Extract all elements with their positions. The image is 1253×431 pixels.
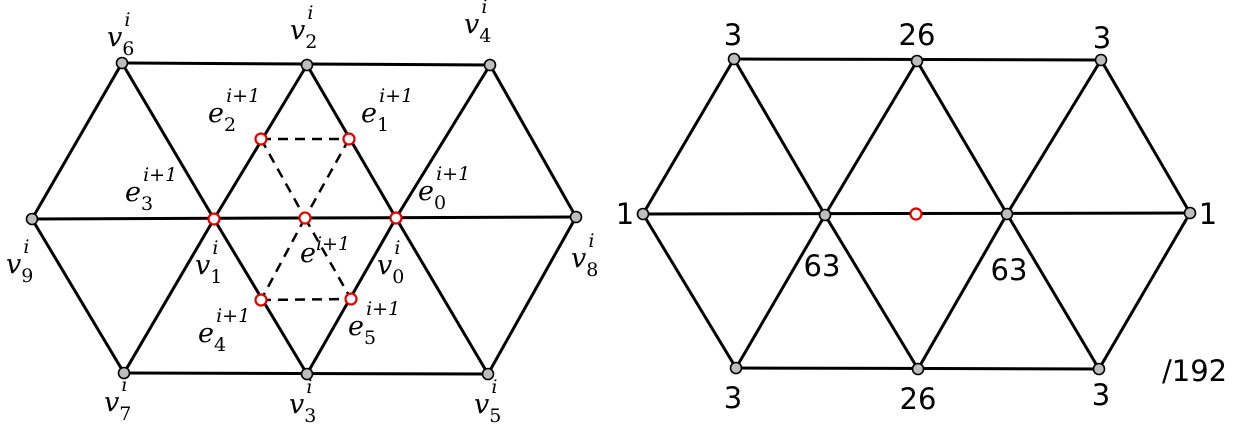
weight-right: 1 — [1199, 197, 1217, 231]
vertex-v6 — [115, 56, 129, 70]
weight-top-mid: 26 — [899, 18, 936, 52]
vertex-right — [1183, 206, 1197, 220]
right-weights: 3 26 3 1 1 63 63 3 26 3 /192 — [616, 18, 1227, 416]
vertex-v9 — [25, 212, 39, 226]
edge-point-e2 — [254, 132, 268, 146]
vertex-v4 — [483, 58, 497, 72]
label-e1: e1i+1 — [361, 85, 413, 136]
edge-point-e3 — [207, 212, 221, 226]
weight-top-right: 3 — [1093, 21, 1111, 55]
label-v9: v9i — [6, 236, 33, 287]
weight-left: 1 — [616, 197, 634, 231]
vertex-top-right — [1094, 53, 1108, 67]
vertex-bottom-mid — [911, 362, 925, 376]
vertex-bottom-left — [729, 361, 743, 375]
left-panel: v6i v2i v4i v9i v8i v1i v0i v7i — [6, 0, 598, 427]
right-vertices — [636, 52, 1197, 376]
label-v2: v2i — [290, 2, 317, 53]
label-v6: v6i — [107, 9, 134, 60]
vertex-top-left — [727, 52, 741, 66]
weight-top-left: 3 — [724, 18, 742, 52]
left-edge-labels: e2i+1 e1i+1 e3i+1 e0i+1 ei+1 e4i+1 e5i+1 — [125, 85, 470, 356]
label-e3: e3i+1 — [125, 164, 177, 215]
label-v3: v3i — [289, 376, 316, 427]
weight-bottom-left: 3 — [724, 381, 742, 415]
vertex-inner-left — [818, 208, 832, 222]
label-v0: v0i — [377, 237, 404, 288]
label-e0: e0i+1 — [418, 163, 470, 214]
left-edge-points — [207, 132, 403, 307]
vertex-inner-right — [1000, 207, 1014, 221]
label-e5: e5i+1 — [348, 298, 400, 349]
edge-point-e5 — [344, 292, 358, 306]
label-e: ei+1 — [300, 233, 350, 269]
left-vertices — [25, 56, 583, 381]
label-e4: e4i+1 — [198, 305, 250, 356]
vertex-bottom-right — [1092, 362, 1106, 376]
label-v8: v8i — [571, 230, 598, 281]
vertex-top-mid — [910, 54, 924, 68]
vertex-v5 — [481, 367, 495, 381]
weight-bottom-mid: 26 — [900, 382, 937, 416]
left-dashed-edges — [259, 137, 353, 302]
vertex-v2 — [300, 58, 314, 72]
vertex-v7 — [117, 366, 131, 380]
label-v1: v1i — [195, 237, 222, 288]
weight-denominator: /192 — [1162, 354, 1227, 388]
weight-bottom-right: 3 — [1092, 378, 1110, 412]
left-vertex-labels: v6i v2i v4i v9i v8i v1i v0i v7i — [6, 0, 598, 427]
right-panel: 3 26 3 1 1 63 63 3 26 3 /192 — [616, 18, 1227, 416]
label-v5: v5i — [474, 376, 501, 427]
edge-point-e4 — [254, 293, 268, 307]
weight-inner-left: 63 — [804, 249, 841, 283]
edge-point-e — [298, 211, 312, 225]
vertex-v3 — [300, 367, 314, 381]
vertex-left — [636, 207, 650, 221]
label-v4: v4i — [464, 0, 491, 47]
edge-point-e0 — [389, 211, 403, 225]
label-e2: e2i+1 — [208, 85, 260, 136]
weight-inner-right: 63 — [991, 253, 1028, 287]
vertex-v8 — [569, 210, 583, 224]
edge-point-e1 — [342, 132, 356, 146]
label-v7: v7i — [104, 374, 131, 425]
edge-point-center — [909, 207, 923, 221]
